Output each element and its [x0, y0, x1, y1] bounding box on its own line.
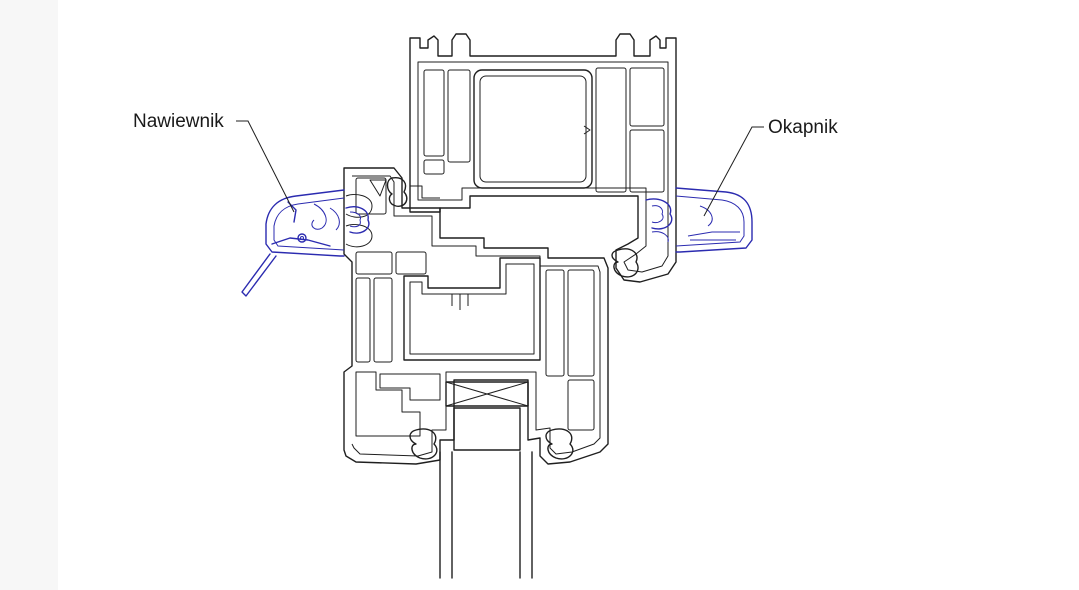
leader-okapnik — [703, 126, 764, 217]
label-okapnik: Okapnik — [703, 117, 838, 217]
drip-cap-okapnik — [645, 187, 753, 253]
trickle-vent-cover — [265, 189, 345, 257]
leader-nawiewnik — [236, 120, 295, 213]
left-margin-band — [0, 0, 58, 590]
trickle-vent-nawiewnik — [241, 189, 370, 297]
frame-outer-contour — [343, 167, 609, 465]
sash-outer-contour — [409, 33, 677, 283]
label-nawiewnik-text: Nawiewnik — [133, 111, 224, 132]
label-okapnik-text: Okapnik — [768, 117, 838, 138]
frame-profile — [343, 167, 609, 465]
label-nawiewnik: Nawiewnik — [133, 111, 295, 213]
glazing-lines — [439, 451, 533, 579]
drip-cap-cover — [675, 187, 753, 253]
sash-profile — [409, 33, 677, 283]
gaskets — [345, 177, 639, 460]
